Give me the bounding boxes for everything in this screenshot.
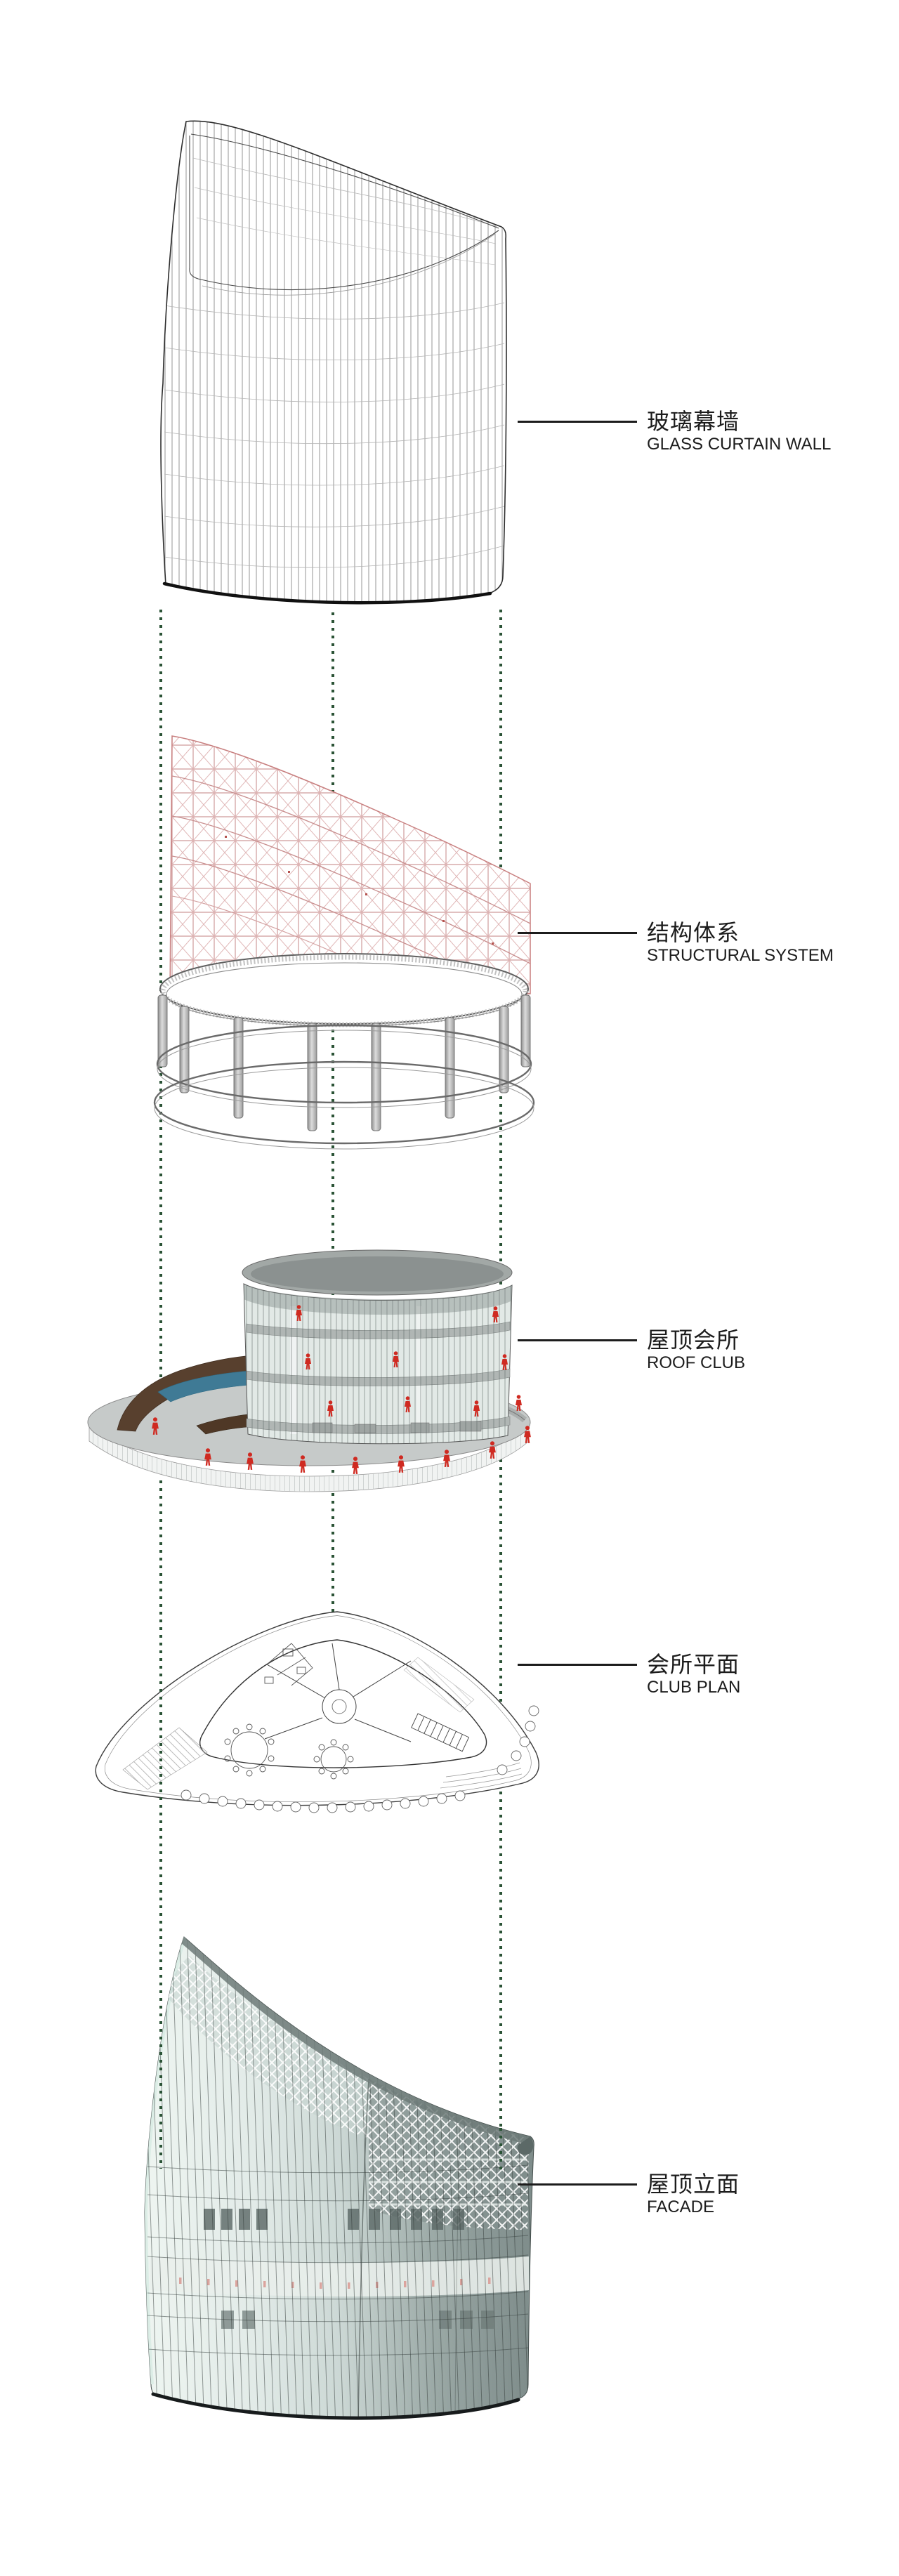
- leader-line: [518, 2183, 637, 2186]
- plan-terrace-hatch-right: [403, 1657, 475, 1713]
- leader-line: [518, 1664, 637, 1666]
- label-zh-glass-curtain-wall: 玻璃幕墙: [647, 409, 740, 434]
- facade-drawing: [144, 1936, 534, 2420]
- facade-base-edge: [151, 2392, 520, 2420]
- leader-line: [518, 932, 637, 934]
- callout-glass-curtain-wall: 玻璃幕墙 GLASS CURTAIN WALL: [518, 409, 831, 454]
- structural-system-drawing: [153, 735, 535, 1150]
- callout-club-plan: 会所平面 CLUB PLAN: [518, 1652, 740, 1697]
- curtain-wall-contours: [164, 157, 505, 568]
- guide-line-left-lower: [159, 1480, 162, 2169]
- callout-structural-system: 结构体系 STRUCTURAL SYSTEM: [518, 921, 834, 965]
- top-ring-beam: [159, 953, 529, 1025]
- roof-club-drawing: [87, 1249, 531, 1492]
- label-en-glass-curtain-wall: GLASS CURTAIN WALL: [647, 435, 832, 454]
- curtain-wall-base-edge: [162, 581, 492, 605]
- label-en-club-plan: CLUB PLAN: [647, 1678, 741, 1697]
- label-en-roof-club: ROOF CLUB: [647, 1353, 746, 1372]
- curtain-wall-rim-inner-top: [190, 133, 499, 229]
- front-columns: [157, 994, 531, 1131]
- callout-facade: 屋顶立面 FACADE: [518, 2172, 740, 2216]
- label-zh-roof-club: 屋顶会所: [647, 1327, 740, 1353]
- plan-stair: [411, 1713, 470, 1752]
- plan-tables: [224, 1723, 354, 1780]
- guide-line-right-lower: [499, 2128, 502, 2171]
- leader-line: [518, 421, 637, 423]
- club-plan-drawing: [95, 1611, 539, 1813]
- label-zh-club-plan: 会所平面: [647, 1652, 740, 1677]
- label-en-structural-system: STRUCTURAL SYSTEM: [647, 946, 834, 965]
- label-zh-facade: 屋顶立面: [647, 2171, 740, 2197]
- label-zh-structural-system: 结构体系: [647, 920, 740, 945]
- plan-trees: [181, 1705, 539, 1813]
- bottom-ring-beam: [153, 1060, 535, 1145]
- glass-pavilion: [242, 1249, 513, 1445]
- callout-roof-club: 屋顶会所 ROOF CLUB: [518, 1328, 745, 1372]
- glass-curtain-wall-drawing: [160, 120, 507, 605]
- leader-line: [518, 1339, 637, 1341]
- guide-line-center: [332, 612, 334, 1639]
- mid-ring-beam: [156, 1024, 532, 1104]
- colonnade: [153, 953, 535, 1150]
- label-en-facade: FACADE: [647, 2197, 715, 2216]
- plan-rooms: [264, 1643, 313, 1686]
- roof-plate: [251, 1256, 504, 1292]
- curtain-wall-rim-lower: [189, 136, 499, 291]
